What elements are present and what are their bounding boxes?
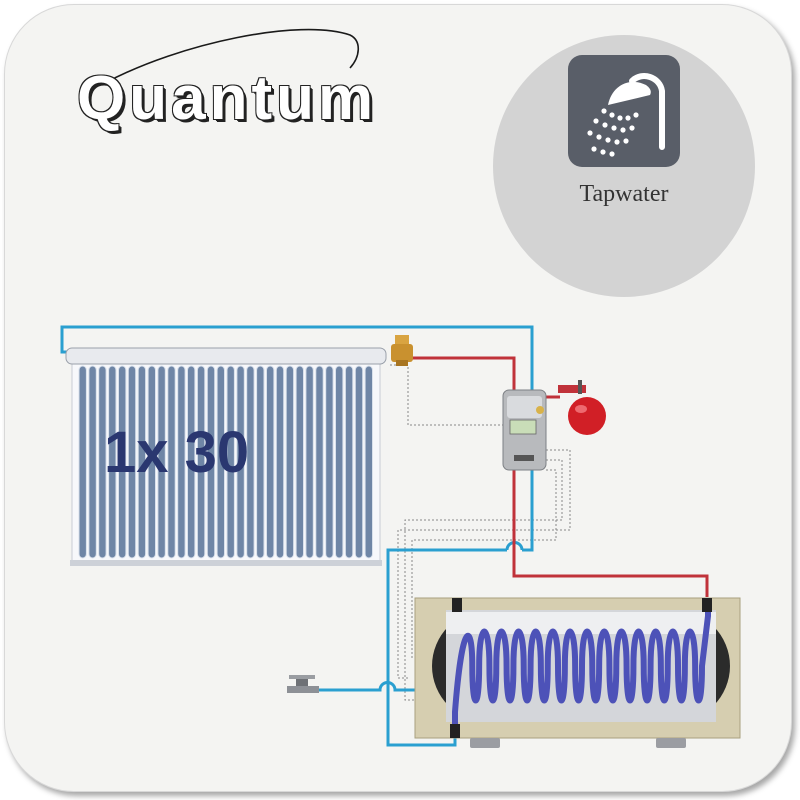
collector-tube xyxy=(325,365,334,559)
collector-tube xyxy=(137,365,147,559)
collector-tube xyxy=(275,365,285,559)
collector-tube xyxy=(206,365,216,559)
collector-count-label: 1x 30 xyxy=(104,420,249,485)
solar-collector: 1x 30 xyxy=(65,347,387,566)
collector-tube xyxy=(108,365,117,559)
collector-tube xyxy=(78,365,87,559)
collector-tube xyxy=(157,365,166,559)
tap-valve[interactable] xyxy=(287,675,319,693)
collector-tube xyxy=(196,365,206,559)
collector-tube xyxy=(256,365,265,559)
badge-label: Tapwater xyxy=(579,181,669,207)
collector-tube xyxy=(88,365,97,559)
collector-tube xyxy=(118,365,127,559)
collector-tube xyxy=(354,365,364,559)
storage-tank xyxy=(414,597,741,748)
shower-icon xyxy=(568,55,680,167)
collector-tube xyxy=(285,365,295,559)
collector-tube xyxy=(344,365,354,559)
expansion-vessel xyxy=(558,380,606,435)
collector-tube xyxy=(177,365,186,559)
collector-tube xyxy=(226,365,235,559)
brand-swoosh xyxy=(104,28,360,84)
heat-exchanger-coil xyxy=(452,600,711,730)
collector-tube xyxy=(364,365,374,559)
collector-tube xyxy=(335,365,344,559)
collector-tube xyxy=(147,365,157,559)
collector-tube xyxy=(98,365,107,559)
collector-tubes xyxy=(78,365,374,559)
collector-tube xyxy=(127,365,137,559)
collector-tube xyxy=(315,365,324,559)
collector-tube xyxy=(266,365,275,559)
collector-tube xyxy=(167,365,176,559)
coil-path xyxy=(452,600,711,730)
collector-tube xyxy=(187,365,196,559)
hot-pipe xyxy=(412,356,709,597)
brand-logo: Quantum xyxy=(77,64,378,133)
collector-tube xyxy=(305,365,314,559)
collector-tube xyxy=(216,365,226,559)
collector-tube xyxy=(246,365,255,559)
collector-tube xyxy=(236,365,245,559)
collector-tube xyxy=(295,365,305,559)
system-type-badge: Tapwater xyxy=(493,35,755,297)
air-vent-valve xyxy=(391,335,413,366)
pump-station xyxy=(502,389,547,471)
cold-pipe xyxy=(60,325,534,747)
